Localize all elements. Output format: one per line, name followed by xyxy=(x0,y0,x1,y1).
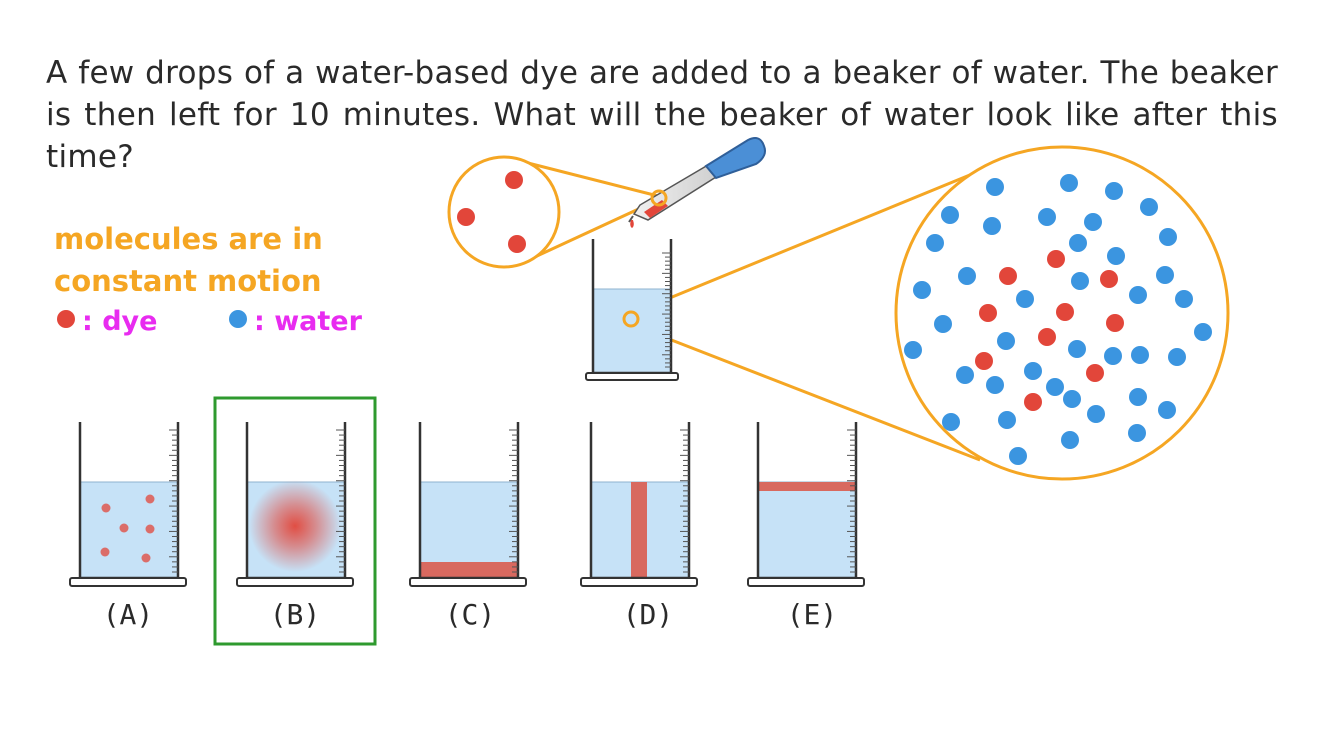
dye-drop xyxy=(145,494,155,504)
legend-dye-dot xyxy=(57,310,75,328)
water-molecule xyxy=(904,341,922,359)
water-molecule xyxy=(913,281,931,299)
water-molecule xyxy=(1024,362,1042,380)
dye-molecule xyxy=(1038,328,1056,346)
water-molecule xyxy=(1107,247,1125,265)
water-molecule xyxy=(1016,290,1034,308)
water-molecule xyxy=(1158,401,1176,419)
beaker-with-dye xyxy=(585,239,679,381)
water-molecule xyxy=(997,332,1015,350)
water-molecule xyxy=(1129,286,1147,304)
mixture-zoom-callout xyxy=(637,145,1230,481)
note-line-1: molecules are in xyxy=(54,222,323,256)
option-e-beaker[interactable] xyxy=(747,422,865,587)
water-molecule xyxy=(926,234,944,252)
water-molecule xyxy=(1060,174,1078,192)
dye-cloud xyxy=(249,480,341,572)
water-molecule xyxy=(942,413,960,431)
dye-molecule xyxy=(979,304,997,322)
water-molecule xyxy=(986,178,1004,196)
dropper xyxy=(628,137,766,228)
dye-layer xyxy=(758,482,856,491)
option-d-label[interactable]: (D) xyxy=(622,598,674,631)
water-molecule xyxy=(941,206,959,224)
selected-answer-box xyxy=(213,396,377,646)
dye-molecule xyxy=(975,352,993,370)
dye-column xyxy=(631,482,647,578)
water-molecule xyxy=(983,217,1001,235)
water-molecule xyxy=(1087,405,1105,423)
dye-molecule xyxy=(1047,250,1065,268)
dye-molecule xyxy=(999,267,1017,285)
dye-molecule xyxy=(1106,314,1124,332)
water-molecule xyxy=(1140,198,1158,216)
dye-molecule xyxy=(508,235,526,253)
water-molecule xyxy=(1105,182,1123,200)
dye-drop xyxy=(141,553,151,563)
note-line-2: constant motion xyxy=(54,264,322,298)
dye-layer xyxy=(420,562,518,578)
legend-water-dot xyxy=(229,310,247,328)
question-text: A few drops of a water-based dye are add… xyxy=(46,55,1278,175)
water-molecule xyxy=(1129,388,1147,406)
water-molecule xyxy=(1168,348,1186,366)
water-molecule xyxy=(1159,228,1177,246)
dye-molecule xyxy=(457,208,475,226)
water-molecule xyxy=(1128,424,1146,442)
dye-molecule xyxy=(1086,364,1104,382)
dye-molecule xyxy=(1100,270,1118,288)
option-b-beaker[interactable] xyxy=(236,422,354,587)
dye-drop xyxy=(101,503,111,513)
water-molecule xyxy=(1063,390,1081,408)
dye-drop xyxy=(145,524,155,534)
option-e-label[interactable]: (E) xyxy=(786,598,838,631)
water-molecule xyxy=(986,376,1004,394)
water-molecule xyxy=(1131,346,1149,364)
water-molecule xyxy=(1194,323,1212,341)
water-molecule xyxy=(1046,378,1064,396)
option-a-label[interactable]: (A) xyxy=(102,598,154,631)
water-molecule xyxy=(1009,447,1027,465)
water-molecule xyxy=(1071,272,1089,290)
option-b-label[interactable]: (B) xyxy=(269,598,321,631)
water-molecule xyxy=(1038,208,1056,226)
dye-molecule xyxy=(1024,393,1042,411)
water-molecule xyxy=(956,366,974,384)
option-c-label[interactable]: (C) xyxy=(444,598,496,631)
legend-water-label: : water xyxy=(254,306,362,337)
water-molecule xyxy=(1069,234,1087,252)
water-molecule xyxy=(1061,431,1079,449)
water-molecule xyxy=(958,267,976,285)
water-molecule xyxy=(1104,347,1122,365)
dye-zoom-circle xyxy=(447,155,561,269)
water-molecule xyxy=(934,315,952,333)
water-molecule xyxy=(1156,266,1174,284)
option-d-beaker[interactable] xyxy=(580,422,698,587)
water-molecule xyxy=(1175,290,1193,308)
dye-molecule xyxy=(1056,303,1074,321)
dye-drop xyxy=(119,523,129,533)
dye-drop xyxy=(100,547,110,557)
dye-molecule xyxy=(505,171,523,189)
water-molecule xyxy=(998,411,1016,429)
option-a-beaker[interactable] xyxy=(69,422,187,587)
water-molecule xyxy=(1068,340,1086,358)
legend-dye-label: : dye xyxy=(82,306,158,337)
water-molecule xyxy=(1084,213,1102,231)
option-c-beaker[interactable] xyxy=(409,422,527,587)
